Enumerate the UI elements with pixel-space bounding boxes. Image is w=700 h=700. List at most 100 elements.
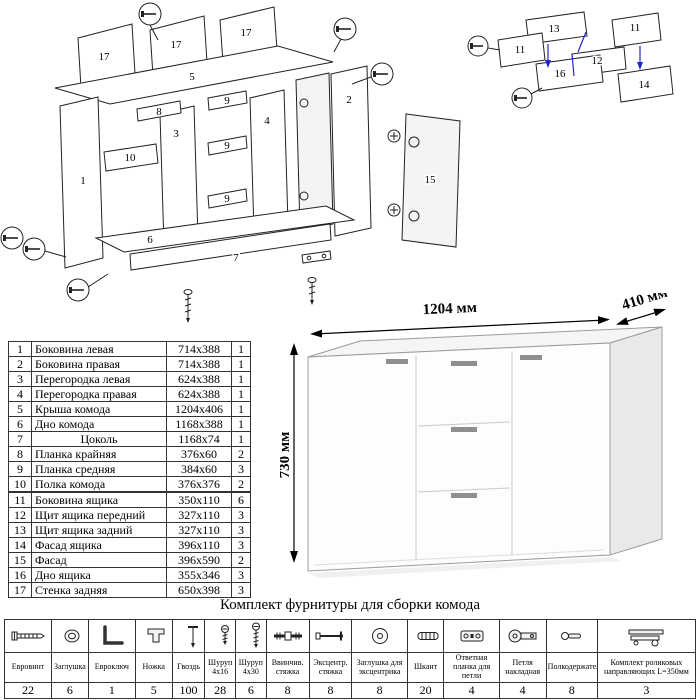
part-name: Щит ящика задний — [31, 522, 167, 538]
part-number: 4 — [8, 386, 32, 402]
parts-table-row: 5 Крыша комода 1204x406 1 — [8, 401, 251, 417]
part-name: Дно ящика — [31, 567, 167, 583]
parts-table-row: 11 Боковина ящика 350x110 6 — [8, 491, 251, 508]
part-size: 376x60 — [166, 446, 232, 462]
part-name: Перегородка правая — [31, 386, 167, 402]
hardware-icons-row — [3, 619, 697, 653]
parts-table-row: 3 Перегородка левая 624x388 1 — [8, 371, 251, 387]
fastener-callout-icon — [138, 2, 162, 41]
part-qty: 2 — [231, 446, 251, 462]
nail-icon — [187, 626, 198, 648]
drawer-exploded-view — [467, 11, 674, 109]
hw-name: Комплект роликовых направляющих L=350мм — [596, 652, 697, 683]
part-name: Боковина ящика — [31, 491, 167, 508]
part-label: 1 — [80, 175, 86, 187]
part-number: 10 — [8, 476, 32, 493]
hw-qty: 8 — [265, 682, 310, 699]
hw-name: Шуруп 4x30 — [234, 652, 267, 683]
parts-table-row: 7 Цоколь 1168x74 1 — [8, 431, 251, 447]
dresser-render: 1204 мм 410 мм 730 мм — [280, 293, 669, 578]
part-label: 13 — [549, 23, 561, 35]
part-number: 9 — [8, 461, 32, 477]
part-label: 11 — [515, 44, 526, 56]
part-name: Щит ящика передний — [31, 507, 167, 523]
part-qty: 3 — [231, 461, 251, 477]
part-label: 17 — [241, 27, 253, 39]
part-number: 7 — [8, 431, 32, 447]
part-label: 8 — [156, 106, 162, 118]
hw-qty: 8 — [545, 682, 598, 699]
hw-name: Петля накладная — [498, 652, 547, 683]
hw-name: Ножка — [134, 652, 173, 683]
screw-4x16-icon — [221, 625, 230, 645]
hw-qty: 100 — [171, 682, 206, 699]
part-number: 12 — [8, 507, 32, 523]
back-panels — [77, 6, 278, 89]
part-number: 1 — [8, 341, 32, 357]
hw-name: Заглушка — [51, 652, 89, 683]
part-label: 11 — [630, 22, 641, 34]
parts-table-row: 17 Стенка задняя 650x398 3 — [8, 582, 251, 598]
hardware-title: Комплект фурнитуры для сборки комода — [219, 597, 480, 613]
part-number: 8 — [8, 446, 32, 462]
part-size: 376x376 — [166, 476, 232, 493]
fastener-callout-icon — [0, 226, 24, 250]
part-label: 14 — [639, 79, 651, 91]
hw-qty: 28 — [204, 682, 236, 699]
hw-name: Ввинчив. стяжка — [265, 652, 310, 683]
part-number: 6 — [8, 416, 32, 432]
part-qty: 3 — [231, 567, 251, 583]
part-name: Цоколь — [31, 431, 167, 447]
screw-icon — [183, 289, 193, 323]
dowel-icon — [417, 632, 439, 640]
hw-qty: 8 — [351, 682, 408, 699]
part-label: 16 — [555, 68, 567, 80]
part-size: 624x388 — [166, 371, 232, 387]
hw-name: Шуруп 4x16 — [204, 652, 236, 683]
fastener-callout-icon — [511, 87, 543, 109]
parts-table-row: 15 Фасад 396x590 2 — [8, 552, 251, 568]
exploded-diagrams: 17 17 17 5 8 3 9 9 9 4 2 1 10 6 7 15 — [0, 2, 674, 323]
part-label: 4 — [264, 115, 270, 127]
parts-table-row: 16 Дно ящика 355x346 3 — [8, 567, 251, 583]
part-size: 650x398 — [166, 582, 232, 598]
confirmat-screw-icon — [11, 631, 45, 641]
part-label: 5 — [189, 71, 195, 83]
part-name: Перегородка левая — [31, 371, 167, 387]
part-size: 714x388 — [166, 341, 232, 357]
part-number: 13 — [8, 522, 32, 538]
hw-name: Гвоздь — [171, 652, 206, 683]
part-number: 11 — [8, 491, 32, 508]
part-size: 384x60 — [166, 461, 232, 477]
part-name: Планка средняя — [31, 461, 167, 477]
part-label: 12 — [592, 55, 603, 67]
fastener-callout-icon — [351, 62, 394, 86]
hw-qty: 20 — [406, 682, 445, 699]
hw-name: Заглушка для эксцентрика — [351, 652, 408, 683]
fastener-callout-icon — [22, 237, 67, 261]
part-qty: 1 — [231, 401, 251, 417]
width-dimension: 1204 мм — [422, 300, 477, 318]
hw-name: Шкант — [406, 652, 445, 683]
part-name: Крыша комода — [31, 401, 167, 417]
hw-qty: 6 — [234, 682, 267, 699]
parts-table-row: 4 Перегородка правая 624x388 1 — [8, 386, 251, 402]
side-and-partitions — [59, 65, 372, 269]
part-number: 3 — [8, 371, 32, 387]
part-label: 17 — [99, 51, 111, 63]
fastener-callout-icon — [467, 35, 501, 57]
part-qty: 3 — [231, 522, 251, 538]
hw-qty: 4 — [443, 682, 500, 699]
part-qty: 1 — [231, 431, 251, 447]
hw-qty: 5 — [134, 682, 173, 699]
hardware-table: Евровинт Заглушка Евроключ Ножка Гвоздь … — [3, 619, 697, 699]
part-name: Боковина левая — [31, 341, 167, 357]
part-number: 14 — [8, 537, 32, 553]
dresser-body — [307, 326, 663, 572]
shelf-pin-icon — [560, 632, 581, 640]
leg-icon — [147, 628, 165, 643]
cam-cap-icon — [371, 628, 388, 644]
parts-table-row: 12 Щит ящика передний 327x110 3 — [8, 507, 251, 523]
part-number: 16 — [8, 567, 32, 583]
parts-table-row: 14 Фасад ящика 396x110 3 — [8, 537, 251, 553]
